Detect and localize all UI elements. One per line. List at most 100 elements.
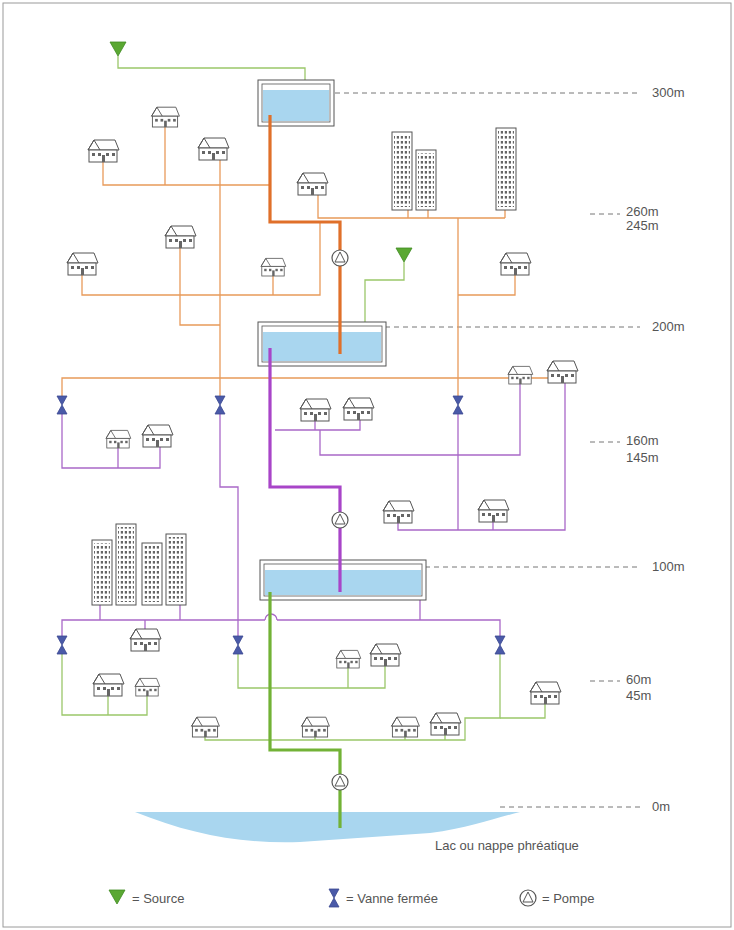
- house-icon: [297, 173, 328, 195]
- pipe: [219, 158, 220, 396]
- altitude-label: 145m: [626, 450, 659, 465]
- legend-text: = Source: [132, 891, 184, 906]
- house-icon: [135, 678, 160, 696]
- pump-symbol: [520, 890, 536, 906]
- pipe: [272, 274, 273, 295]
- main-pipe: [270, 592, 340, 828]
- reservoir: [260, 560, 426, 600]
- pipe: [118, 56, 305, 82]
- altitude-label: 200m: [652, 319, 685, 334]
- pipe: [82, 222, 320, 295]
- house-icon: [88, 140, 119, 162]
- pipe: [99, 605, 100, 620]
- house-icon: [336, 650, 361, 668]
- house-icon: [261, 258, 286, 276]
- lake: [135, 812, 520, 842]
- pipe: [164, 126, 165, 185]
- house-icon: [106, 430, 131, 448]
- pipe: [277, 620, 500, 636]
- pipe: [398, 382, 565, 530]
- altitude-label: 160m: [626, 433, 659, 448]
- house-icon: [93, 674, 124, 696]
- altitude-label: 100m: [652, 559, 685, 574]
- altitude-label: 0m: [652, 799, 670, 814]
- pump-symbol: [332, 774, 348, 790]
- main-pipe: [270, 348, 340, 592]
- house-icon: [530, 682, 561, 704]
- altitude-line: [590, 681, 620, 682]
- pump-symbol: [332, 250, 348, 266]
- pipe: [427, 210, 428, 218]
- house-icon: [152, 107, 180, 127]
- altitude-label: 260m: [626, 204, 659, 219]
- altitude-line: [385, 327, 640, 328]
- house-icon: [198, 138, 229, 160]
- pipe: [407, 210, 408, 218]
- valve-symbol: [57, 636, 67, 654]
- legend-text: = Vanne fermée: [346, 891, 438, 906]
- pipe: [103, 160, 270, 185]
- building-icon: [166, 534, 186, 605]
- pipe: [365, 262, 404, 324]
- house-icon: [300, 399, 331, 421]
- building-icon: [142, 543, 162, 605]
- house-icon: [67, 253, 98, 275]
- house-icon: [392, 717, 420, 737]
- pump-symbol: [332, 512, 348, 528]
- altitude-line: [425, 567, 640, 568]
- pipe: [205, 654, 500, 740]
- legend-text: = Pompe: [542, 891, 594, 906]
- pipe: [117, 448, 118, 468]
- valve-symbol: [453, 396, 463, 414]
- building-icon: [392, 132, 412, 210]
- altitude-line: [590, 442, 620, 443]
- reservoir: [258, 322, 386, 366]
- house-icon: [302, 717, 330, 737]
- pipe: [62, 372, 565, 396]
- valve-symbol: [215, 396, 225, 414]
- main-pipe: [270, 115, 340, 354]
- house-icon: [343, 398, 374, 420]
- frame: [3, 3, 731, 927]
- pipe: [62, 620, 265, 636]
- altitude-label: 45m: [626, 688, 651, 703]
- house-icon: [142, 425, 173, 447]
- building-icon: [92, 540, 112, 605]
- altitude-line: [590, 214, 620, 215]
- building-icon: [416, 150, 436, 210]
- pipe: [179, 605, 180, 620]
- house-icon: [370, 644, 401, 666]
- house-icon: [130, 629, 161, 651]
- building-icon: [116, 524, 136, 605]
- house-icon: [478, 500, 509, 522]
- house-icon: [192, 717, 220, 737]
- pipe: [457, 218, 458, 396]
- altitude-line: [500, 807, 640, 808]
- pipe: [62, 654, 147, 715]
- pipe: [238, 654, 385, 688]
- water-source-label: Lac ou nappe phréatique: [435, 838, 579, 853]
- pipe: [347, 667, 348, 688]
- house-icon: [547, 361, 578, 383]
- pipe: [457, 414, 458, 530]
- valve-symbol: [233, 636, 243, 654]
- source-symbol: [109, 890, 125, 904]
- house-icon: [383, 501, 414, 523]
- valve-symbol: [57, 396, 67, 414]
- pipe: [180, 245, 220, 325]
- pipe: [320, 382, 520, 455]
- house-icon: [165, 226, 196, 248]
- valve-symbol: [329, 889, 339, 907]
- house-icon: [508, 366, 533, 384]
- altitude-line: [335, 93, 640, 94]
- house-icon: [500, 253, 531, 275]
- valve-symbol: [495, 636, 505, 654]
- source-symbol: [396, 248, 412, 262]
- pipe: [220, 414, 238, 636]
- altitude-label: 245m: [626, 218, 659, 233]
- source-symbol: [110, 42, 126, 56]
- pipe: [504, 210, 505, 218]
- house-icon: [430, 713, 461, 735]
